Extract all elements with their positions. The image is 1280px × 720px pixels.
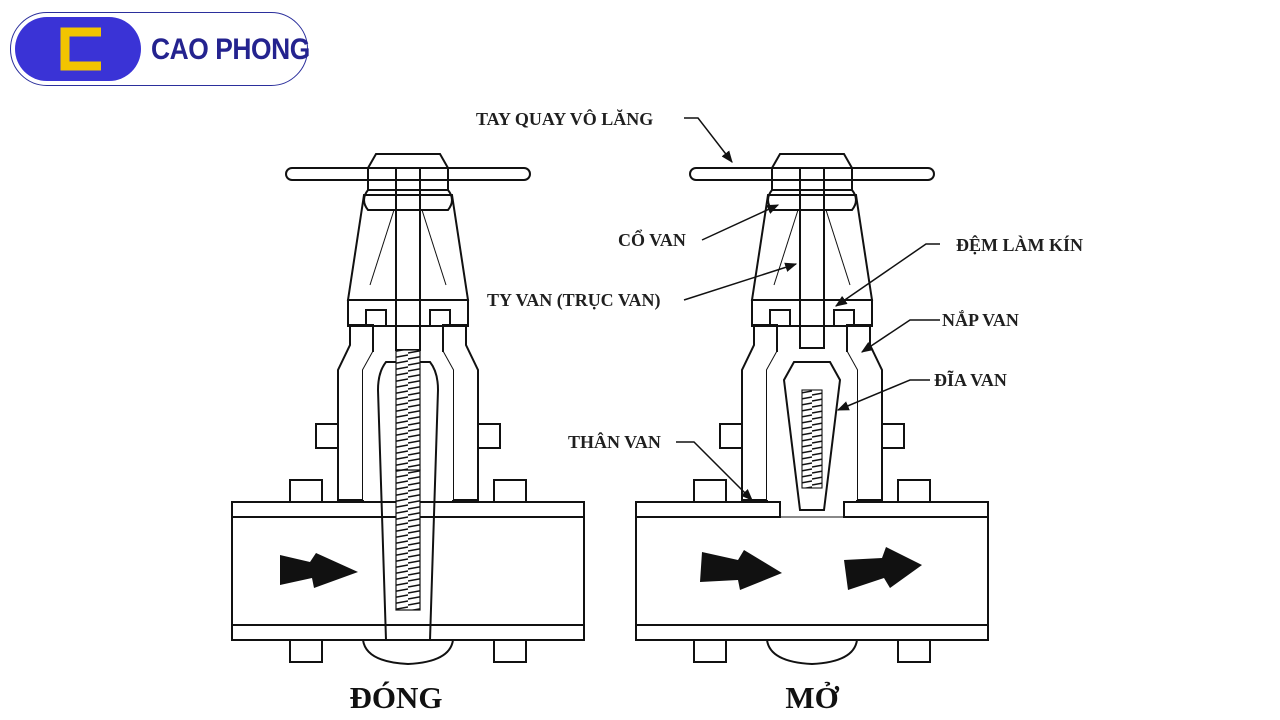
leader-lines [676,117,940,501]
label-disc: ĐĨA VAN [934,369,1007,390]
open-valve [635,153,989,665]
caption-open: MỞ [785,680,839,715]
label-valve-neck: CỔ VAN [618,229,686,250]
flow-arrow-icon [700,550,782,590]
label-gasket: ĐỆM LÀM KÍN [956,234,1083,255]
brand-badge [15,17,141,81]
label-stem: TY VAN (TRỤC VAN) [487,290,661,311]
brand-logo: CAO PHONG [10,12,310,86]
closed-valve [231,153,585,665]
brand-c-icon [60,27,101,71]
label-bonnet: NẮP VAN [942,309,1019,330]
flow-arrow-icon [280,553,358,588]
label-body: THÂN VAN [568,431,661,452]
brand-name: CAO PHONG [151,33,310,66]
caption-closed: ĐÓNG [350,680,443,715]
flow-arrow-icon [844,547,922,590]
label-handwheel: TAY QUAY VÔ LĂNG [476,108,653,129]
